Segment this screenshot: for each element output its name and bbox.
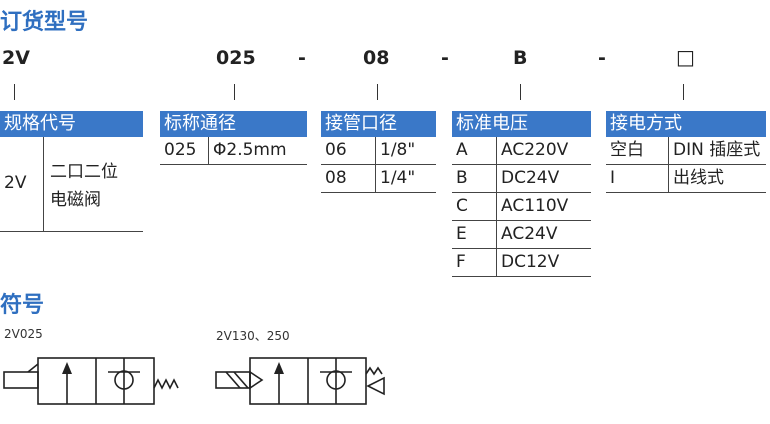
table-cell: AC24V <box>496 220 591 249</box>
table-cell: B <box>452 164 497 193</box>
code-port: 08 <box>363 47 390 69</box>
valve-symbol-2v025 <box>3 357 179 405</box>
table-row: 08 1/4" <box>321 164 436 193</box>
symbol-label-2v130-250: 2V130、250 <box>216 329 290 343</box>
table-cell: 1/8" <box>375 137 436 165</box>
code-dash-1: - <box>298 47 306 69</box>
port-table: 06 1/8" 08 1/4" <box>321 137 436 193</box>
table-cell: AC220V <box>496 137 591 165</box>
table-cell: 08 <box>321 164 376 193</box>
connection-table: 空白 DIN 插座式 I 出线式 <box>606 137 766 193</box>
tick-nominal <box>234 84 235 100</box>
voltage-table: A AC220V B DC24V C AC110V E AC24V F DC12… <box>452 137 591 277</box>
table-row: C AC110V <box>452 192 591 221</box>
table-cell: E <box>452 220 497 249</box>
port-header: 接管口径 <box>321 111 436 137</box>
pilot-triangle <box>366 376 385 396</box>
table-row: 025 Φ2.5mm <box>160 137 307 165</box>
spec-header: 规格代号 <box>0 111 143 137</box>
code-dash-2: - <box>441 47 449 69</box>
check-ball <box>326 370 346 390</box>
check-ball <box>114 370 134 390</box>
code-connection: □ <box>676 45 695 69</box>
nominal-block: 标称通径 025 Φ2.5mm <box>160 111 307 165</box>
table-cell: Φ2.5mm <box>208 137 307 165</box>
spec-desc-line1: 二口二位 <box>50 162 118 182</box>
table-cell: A <box>452 137 497 165</box>
nominal-header: 标称通径 <box>160 111 307 137</box>
solenoid-wire <box>27 363 39 373</box>
table-cell: 06 <box>321 137 376 165</box>
order-title: 订货型号 <box>0 10 89 35</box>
voltage-header: 标准电压 <box>452 111 591 137</box>
flow-arrow <box>274 362 284 374</box>
table-cell: DC24V <box>496 164 591 193</box>
table-cell: DC12V <box>496 248 591 277</box>
table-cell: I <box>606 164 669 193</box>
table-cell: F <box>452 248 497 277</box>
symbol-label-2v025: 2V025 <box>4 327 43 341</box>
table-cell: 1/4" <box>375 164 436 193</box>
port-block: 接管口径 06 1/8" 08 1/4" <box>321 111 436 193</box>
table-cell: 出线式 <box>668 164 766 193</box>
symbol-title: 符号 <box>0 293 45 318</box>
connection-header: 接电方式 <box>606 111 766 137</box>
spec-block: 规格代号 2V 二口二位 电磁阀 <box>0 111 143 232</box>
tick-series <box>14 84 15 100</box>
solenoid-coil <box>3 371 39 389</box>
spec-code: 2V <box>4 173 27 193</box>
code-series: 2V <box>2 47 30 69</box>
table-row: E AC24V <box>452 220 591 249</box>
code-voltage: B <box>513 47 528 69</box>
nominal-table: 025 Φ2.5mm <box>160 137 307 165</box>
table-cell: C <box>452 192 497 221</box>
tick-connection <box>683 84 684 100</box>
flow-arrow <box>62 362 72 374</box>
table-row: I 出线式 <box>606 164 766 193</box>
table-cell: DIN 插座式 <box>668 137 766 165</box>
table-row: 06 1/8" <box>321 137 436 165</box>
table-row: 空白 DIN 插座式 <box>606 137 766 165</box>
voltage-block: 标准电压 A AC220V B DC24V C AC110V E AC24V F… <box>452 111 591 277</box>
spec-divider <box>43 137 44 231</box>
table-cell: AC110V <box>496 192 591 221</box>
code-dash-3: - <box>598 47 606 69</box>
spec-desc-line2: 电磁阀 <box>50 190 101 210</box>
code-nominal: 025 <box>216 47 256 69</box>
spring <box>153 378 179 390</box>
table-row: A AC220V <box>452 137 591 165</box>
table-row: F DC12V <box>452 248 591 277</box>
connection-block: 接电方式 空白 DIN 插座式 I 出线式 <box>606 111 766 193</box>
table-cell: 空白 <box>606 137 669 165</box>
spring <box>365 366 383 376</box>
table-row: B DC24V <box>452 164 591 193</box>
tick-voltage <box>520 84 521 100</box>
valve-symbol-2v130-250 <box>215 357 385 405</box>
tick-port <box>377 84 378 100</box>
table-cell: 025 <box>160 137 209 165</box>
